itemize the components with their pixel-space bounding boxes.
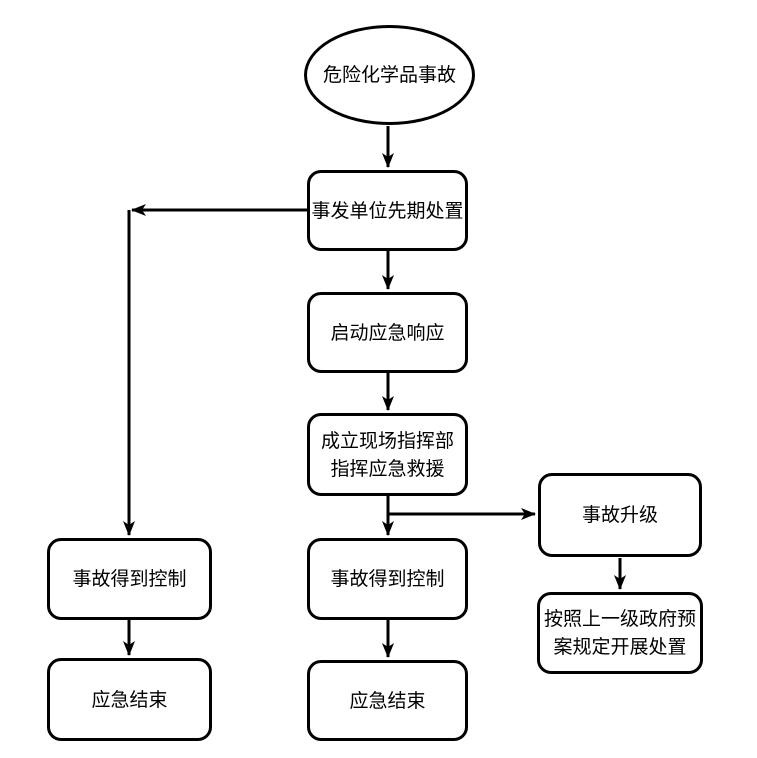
node-escalation-label: 事故升级 (581, 504, 658, 526)
node-end-left-label: 应急结束 (91, 688, 168, 711)
node-initial-disposal-label: 事发单位先期处置 (311, 199, 464, 222)
node-start-label: 危险化学品事故 (322, 64, 456, 86)
node-higher-level-plan: 按照上一级政府预 案规定开展处置 (537, 592, 703, 674)
node-command-post-label: 成立现场指挥部 指挥应急救援 (320, 429, 454, 480)
node-end-center: 应急结束 (307, 660, 468, 741)
node-higher-level-plan-label: 按照上一级政府预 案规定开展处置 (543, 608, 696, 658)
node-controlled-center-label: 事故得到控制 (330, 568, 445, 590)
node-start-ellipse: 危险化学品事故 (304, 25, 475, 125)
node-end-left: 应急结束 (47, 658, 212, 741)
node-controlled-left: 事故得到控制 (47, 538, 212, 620)
node-controlled-center: 事故得到控制 (307, 538, 468, 620)
node-activate-response: 启动应急响应 (307, 292, 468, 373)
node-escalation: 事故升级 (538, 473, 702, 557)
node-initial-disposal: 事发单位先期处置 (307, 170, 468, 251)
node-command-post: 成立现场指挥部 指挥应急救援 (307, 413, 468, 496)
node-end-center-label: 应急结束 (349, 689, 426, 712)
node-controlled-left-label: 事故得到控制 (72, 568, 187, 590)
node-activate-response-label: 启动应急响应 (330, 321, 445, 344)
